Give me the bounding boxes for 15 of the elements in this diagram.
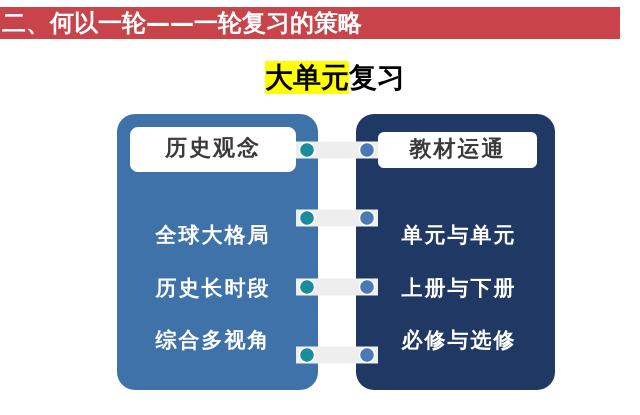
topic-label: 必修与选修 — [378, 317, 540, 363]
section-banner: 二、何以一轮——一轮复习的策略 — [0, 7, 620, 39]
topic-label: 单元与单元 — [378, 212, 540, 258]
topic-label: 上册与下册 — [378, 265, 540, 311]
topic-label: 历史长时段 — [130, 265, 296, 311]
topic-label: 综合多视角 — [130, 317, 296, 363]
connector — [296, 346, 378, 364]
panel-heading: 历史观念 — [130, 127, 296, 172]
panel-card — [117, 114, 318, 390]
connector — [296, 210, 378, 226]
topic-label: 全球大格局 — [130, 212, 296, 258]
panel-heading: 教材运通 — [378, 132, 537, 168]
panel-card — [356, 114, 555, 390]
connector — [296, 142, 378, 158]
connector — [296, 278, 378, 296]
